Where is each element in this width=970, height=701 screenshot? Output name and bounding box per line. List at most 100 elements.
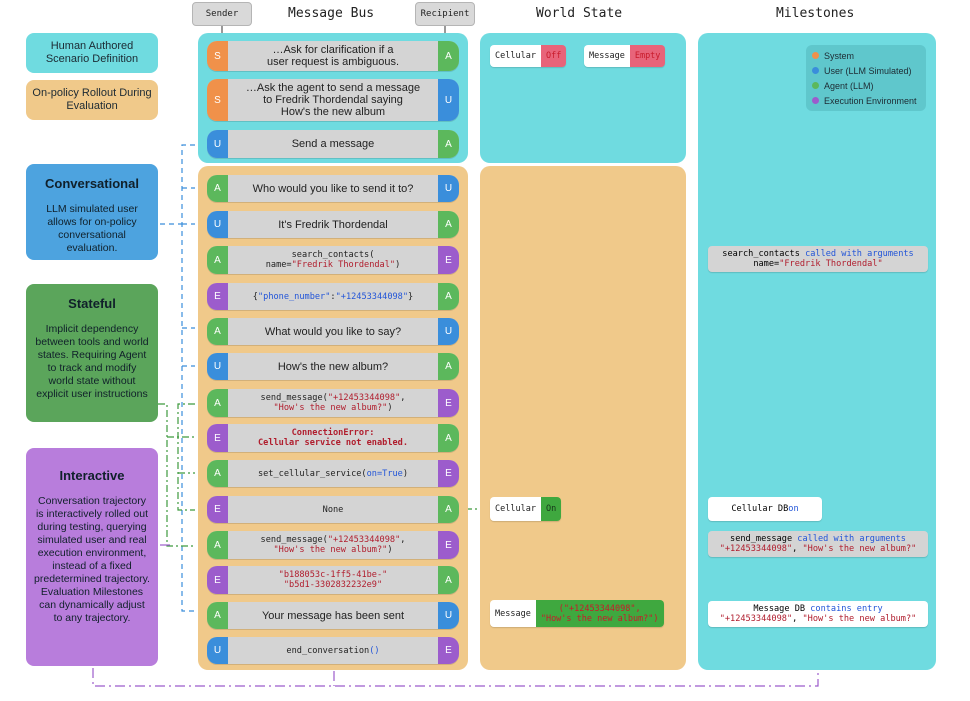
message-row: A send_message("+12453344098","How's the… [207, 531, 459, 559]
message-text: …Ask the agent to send a message [245, 82, 421, 94]
state-key: Message [490, 600, 536, 627]
state-value: Off [540, 45, 567, 67]
sender-tag: Sender [192, 2, 252, 26]
recipient-tag: Recipient [415, 2, 475, 26]
conversational-desc: LLM simulated user allows for on-policy … [46, 203, 138, 254]
legend-label: Agent (LLM) [824, 80, 874, 91]
tool-call-value: True [382, 468, 403, 479]
stateful-panel: Stateful Implicit dependency between too… [26, 284, 158, 422]
state-value: Empty [629, 45, 666, 67]
message-row: U Send a message A [207, 130, 459, 158]
message-row: A Your message has been sent U [207, 602, 459, 629]
milestones-header: Milestones [776, 6, 855, 21]
system-dot [812, 52, 819, 59]
cellular-state-on: Cellular On [490, 497, 562, 521]
tool-call-value: "How's the new album?" [273, 545, 388, 555]
recipient-badge: U [438, 79, 459, 121]
message-row: U How's the new album? A [207, 353, 459, 380]
tool-call-arg: name= [265, 260, 292, 270]
message-bus-rollout-panel [198, 166, 468, 670]
recipient-badge: E [438, 460, 459, 487]
tool-call-name: send_message( [260, 393, 328, 403]
state-value-line: ("+12453344098", [558, 603, 641, 614]
legend-item: Agent (LLM) [812, 78, 920, 93]
json-sep: : [330, 291, 336, 302]
rollout-legend: On-policy Rollout During Evaluation [26, 80, 158, 120]
legend-label: User (LLM Simulated) [824, 65, 912, 76]
tool-call-close: ) [402, 468, 409, 479]
milestone-value: "+12453344098" [719, 614, 793, 624]
milestone-arg: name= [753, 259, 780, 269]
sender-badge: A [207, 318, 228, 345]
tool-call-arg: on= [366, 468, 383, 479]
error-type: ConnectionError: [291, 428, 375, 438]
message-text: Who would you like to send it to? [252, 182, 414, 195]
recipient-badge: U [438, 602, 459, 629]
legend-item: Execution Environment [812, 93, 920, 108]
message-bus-header: Message Bus [288, 6, 375, 21]
milestones-panel [698, 33, 936, 670]
message-row: U It's Fredrik Thordendal A [207, 211, 459, 238]
cellular-state-initial: Cellular Off [490, 45, 567, 67]
sender-badge: E [207, 566, 228, 594]
state-key: Cellular [490, 45, 541, 67]
milestone-desc: called with arguments [792, 534, 906, 544]
world-state-rollout-panel [480, 166, 686, 670]
human-authored-label: Human Authored Scenario Definition [45, 40, 139, 65]
milestone-comma: , [792, 614, 803, 624]
sender-badge: A [207, 460, 228, 487]
state-key: Message [584, 45, 630, 67]
sender-badge: U [207, 130, 228, 158]
state-key: Cellular [490, 497, 541, 521]
recipient-badge: A [438, 424, 459, 452]
message-row: A search_contacts(name="Fredrik Thordend… [207, 246, 459, 274]
state-value: On [540, 497, 562, 521]
message-text: to Fredrik Thordendal saying [263, 94, 403, 106]
sender-badge: U [207, 353, 228, 380]
legend-label: System [824, 50, 855, 61]
message-row: E ConnectionError:Cellular service not e… [207, 424, 459, 452]
recipient-badge: E [438, 637, 459, 664]
tool-call-name: set_cellular_service( [257, 468, 367, 479]
message-text: Send a message [291, 138, 375, 150]
milestone-send-message: send_message called with arguments "+124… [708, 531, 928, 557]
conversational-title: Conversational [45, 176, 139, 191]
tool-call-close: ) [387, 403, 393, 413]
tool-call-close: ) [395, 260, 401, 270]
sender-badge: A [207, 531, 228, 559]
sender-badge: S [207, 41, 228, 71]
stateful-title: Stateful [68, 296, 116, 311]
sender-badge: A [207, 175, 228, 202]
recipient-badge: A [438, 566, 459, 594]
env-dot [812, 97, 819, 104]
recipient-badge: A [438, 41, 459, 71]
speaker-legend: System User (LLM Simulated) Agent (LLM) … [806, 45, 926, 111]
milestone-message-db: Message DB contains entry "+12453344098"… [708, 601, 928, 627]
rollout-label: On-policy Rollout During Evaluation [32, 87, 152, 112]
recipient-badge: E [438, 246, 459, 274]
recipient-badge: A [438, 496, 459, 523]
legend-item: System [812, 48, 920, 63]
milestone-value: "How's the new album?" [802, 544, 917, 554]
milestone-search-contacts: search_contacts called with arguments na… [708, 246, 928, 272]
tool-call-value: "+12453344098" [327, 393, 401, 403]
milestone-value: "+12453344098" [719, 544, 793, 554]
sender-badge: E [207, 283, 228, 310]
milestone-label: Message DB [753, 604, 811, 614]
tool-call-name: end_conversation [286, 645, 370, 656]
tool-call-name: send_message( [260, 535, 328, 545]
message-row: U end_conversation() E [207, 637, 459, 664]
message-row: E "b188053c-1ff5-41be-""b5d1-3302832232e… [207, 566, 459, 594]
tool-call-comma: , [400, 535, 406, 545]
interactive-panel: Interactive Conversation trajectory is i… [26, 448, 158, 666]
message-text: user request is ambiguous. [266, 56, 400, 68]
legend-item: User (LLM Simulated) [812, 63, 920, 78]
message-text: It's Fredrik Thordendal [278, 218, 388, 231]
sender-badge: A [207, 246, 228, 274]
sender-badge: U [207, 637, 228, 664]
message-row: A What would you like to say? U [207, 318, 459, 345]
message-text: How's the new album [280, 106, 386, 118]
recipient-badge: U [438, 318, 459, 345]
